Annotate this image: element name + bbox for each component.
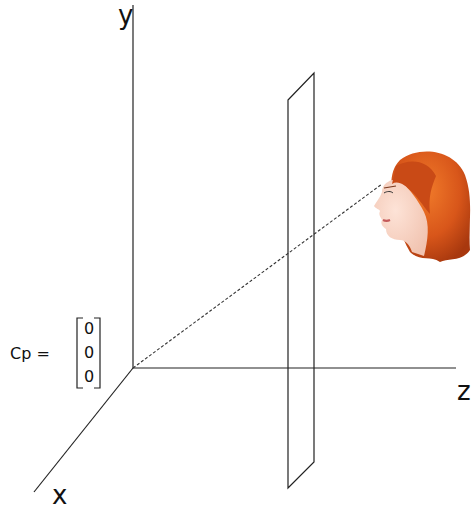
matrix-entry: 0 <box>84 345 94 361</box>
axis-label: y <box>118 2 133 28</box>
image-plane <box>288 73 314 488</box>
matrix-entry: 0 <box>84 321 94 337</box>
point-label: Cp = <box>10 346 50 362</box>
projection-ray <box>133 184 382 368</box>
x-axis <box>34 368 133 492</box>
y-axis <box>132 5 133 368</box>
matrix-brackets <box>77 318 100 388</box>
axis-label: z <box>457 378 471 404</box>
axis-label: x <box>52 482 67 508</box>
z-axis <box>133 367 456 368</box>
head-illustration <box>374 152 470 262</box>
matrix-entry: 0 <box>84 369 94 385</box>
axes <box>34 5 456 492</box>
